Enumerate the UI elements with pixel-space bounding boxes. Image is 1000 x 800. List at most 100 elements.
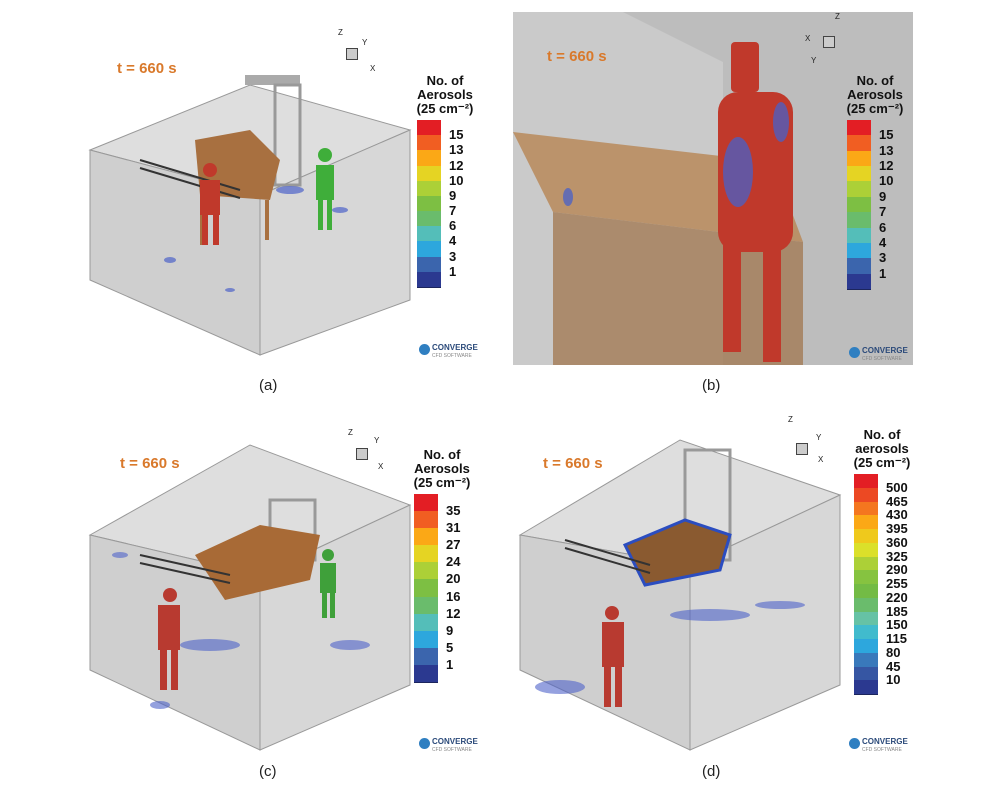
colorbar-swatch [847, 150, 871, 168]
colorbar-swatch [414, 664, 438, 683]
colorbar-swatch [854, 680, 878, 695]
colorbar-swatch [854, 597, 878, 613]
closeup-scene [513, 12, 913, 365]
colorbar-label: 4 [449, 233, 457, 249]
colorbar-swatch [414, 596, 438, 615]
person-green [320, 549, 336, 618]
colorbar-label: 10 [449, 172, 464, 188]
colorbar-label: 7 [879, 204, 887, 220]
colorbar-label: 12 [879, 158, 894, 174]
room-scene [518, 439, 842, 751]
colorbar-label: 13 [449, 142, 464, 158]
colorbar-swatch [847, 196, 871, 214]
colorbar-swatch [414, 545, 438, 564]
colorbar-label: 1 [879, 265, 887, 281]
colorbar-label: 16 [446, 588, 461, 604]
colorbar-label: 15 [449, 127, 464, 143]
colorbar-label: 3 [449, 248, 457, 264]
colorbar-swatch [847, 135, 871, 152]
colorbar-swatch [414, 562, 438, 581]
colorbar-label: 290 [886, 562, 908, 578]
colorbar-title-line: (25 cm⁻²) [416, 101, 474, 116]
colorbar-swatch [417, 135, 441, 152]
panel-c [80, 415, 480, 755]
colorbar-label: 12 [446, 605, 461, 621]
colorbar-swatch [854, 487, 878, 503]
colorbar-swatch [414, 528, 438, 547]
colorbar-swatch [854, 611, 878, 627]
colorbar-swatch [847, 181, 871, 198]
colorbar-label: 500 [886, 479, 908, 495]
colorbar-label: 9 [879, 188, 887, 204]
colorbar-swatch [847, 227, 871, 244]
colorbar-label: 185 [886, 603, 908, 619]
colorbar-swatch [854, 542, 878, 558]
colorbar-swatch [854, 625, 878, 640]
colorbar-label: 24 [446, 554, 461, 570]
colorbar-label: 45 [886, 658, 901, 674]
colorbar-swatch [854, 529, 878, 544]
colorbar-title-line: No. of [423, 447, 461, 462]
colorbar-swatch [854, 584, 878, 599]
time-label-b: t = 660 s [547, 48, 607, 65]
colorbar-swatch [414, 613, 438, 632]
colorbar-title-line: Aerosols [414, 461, 470, 476]
colorbar-title-line: (25 cm⁻²) [853, 455, 911, 470]
person-red [602, 606, 624, 707]
colorbar-label: 9 [449, 187, 457, 203]
colorbar-swatch [854, 666, 878, 682]
colorbar-swatch [417, 256, 441, 273]
colorbar-label: 430 [886, 507, 908, 523]
caption-c: (c) [259, 763, 277, 780]
colorbar-swatch [414, 630, 438, 649]
time-label-c: t = 660 s [120, 455, 180, 472]
panel-d [510, 415, 920, 755]
colorbar-label: 5 [446, 639, 454, 655]
colorbar-label: 35 [446, 503, 461, 519]
colorbar-label: 395 [886, 521, 908, 536]
colorbar-label: 15 [879, 127, 894, 143]
colorbar-swatch [847, 258, 871, 275]
person-red [158, 588, 180, 690]
caption-d: (d) [702, 763, 721, 780]
table [622, 518, 732, 587]
colorbar-label: 1 [449, 263, 457, 279]
colorbar-label: 1 [446, 656, 454, 672]
colorbar-swatch [854, 652, 878, 668]
caption-a: (a) [259, 377, 278, 394]
colorbar-label: 220 [886, 589, 908, 605]
colorbar-label: 7 [449, 203, 457, 219]
colorbar-label: 4 [879, 234, 887, 250]
colorbar-swatch [417, 241, 441, 258]
colorbar-title-line: Aerosols [847, 87, 903, 102]
colorbar-title-line: No. of [863, 427, 901, 442]
colorbar-title-line: Aerosols [417, 87, 473, 102]
colorbar-swatch [414, 494, 438, 513]
colorbar-label: 31 [446, 520, 461, 536]
time-label-a: t = 660 s [117, 60, 177, 77]
colorbar-label: 3 [879, 250, 887, 266]
colorbar-label: 9 [446, 622, 454, 638]
colorbar-swatch [847, 273, 871, 290]
colorbar-label: 325 [886, 548, 908, 564]
colorbar-swatch [414, 511, 438, 530]
colorbar-swatch [417, 195, 441, 213]
colorbar-title-line: No. of [856, 73, 894, 88]
colorbar-swatch [854, 570, 878, 585]
room-scene [88, 444, 412, 751]
colorbar-swatch [414, 579, 438, 598]
vent [245, 75, 300, 85]
colorbar-label: 10 [886, 672, 901, 688]
colorbar-swatch [854, 556, 878, 572]
